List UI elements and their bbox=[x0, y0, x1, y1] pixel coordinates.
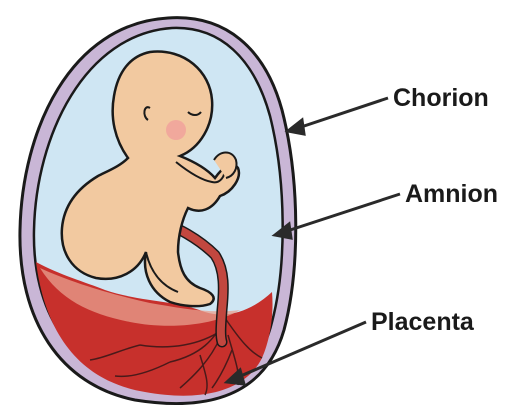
amnion-arrow bbox=[284, 194, 400, 232]
fetus-cheek bbox=[166, 120, 186, 140]
chorion-label: Chorion bbox=[393, 86, 489, 111]
chorion-arrowhead bbox=[288, 120, 304, 134]
amnion-label: Amnion bbox=[405, 182, 498, 207]
chorion-arrow bbox=[298, 98, 388, 128]
placenta-label: Placenta bbox=[371, 310, 474, 335]
